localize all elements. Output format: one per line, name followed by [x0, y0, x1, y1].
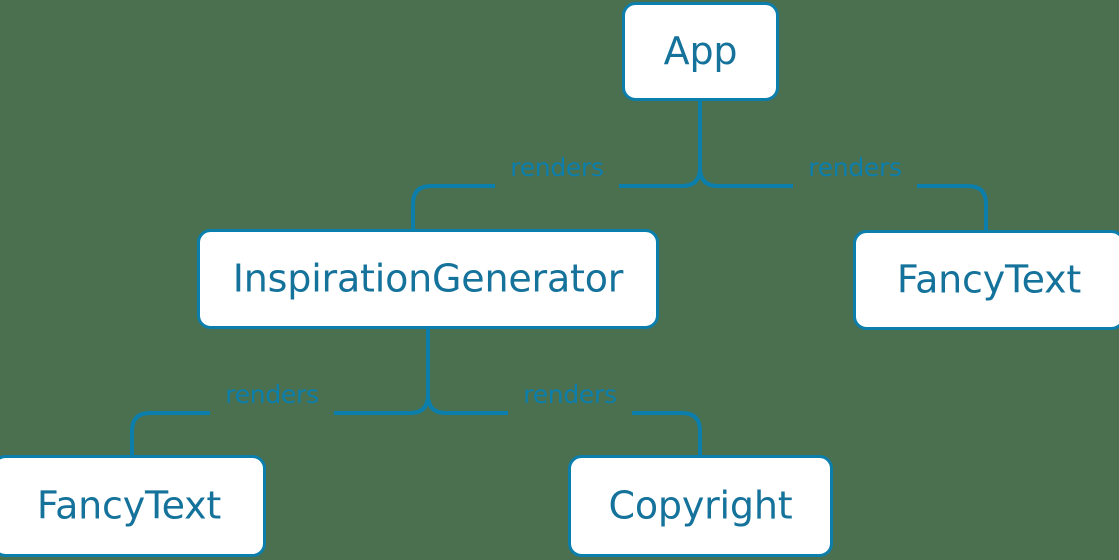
node-app[interactable]: App [622, 2, 779, 101]
node-label: App [664, 29, 738, 73]
node-box[interactable] [197, 229, 659, 329]
edge-label-text: renders [808, 153, 901, 182]
node-box[interactable] [853, 230, 1119, 330]
edge-label-backdrop [508, 375, 632, 415]
edge-label-backdrop [210, 375, 334, 415]
edge-label-text: renders [523, 380, 616, 409]
edge-label-backdrop [793, 148, 917, 188]
edge-label-text: renders [510, 153, 603, 182]
edge-labels-layer: renders renders renders renders [210, 148, 917, 415]
node-label: Copyright [609, 484, 793, 528]
node-box[interactable] [622, 2, 779, 101]
edge-label-inspiration-generator-to-fancytext-bottom: renders [210, 375, 334, 415]
node-box[interactable] [0, 455, 266, 557]
node-fancytext-right[interactable]: FancyText [853, 230, 1119, 330]
node-fancytext-bottom[interactable]: FancyText [0, 455, 266, 557]
edge-label-text: renders [225, 380, 318, 409]
node-copyright[interactable]: Copyright [568, 455, 833, 557]
edge-label-app-to-inspiration-generator: renders [495, 148, 619, 188]
edge-label-backdrop [495, 148, 619, 188]
node-box[interactable] [568, 455, 833, 557]
node-label: InspirationGenerator [233, 257, 624, 301]
edge-label-app-to-fancytext-right: renders [793, 148, 917, 188]
node-label: FancyText [897, 258, 1081, 302]
edge-label-inspiration-generator-to-copyright: renders [508, 375, 632, 415]
node-label: FancyText [37, 484, 221, 528]
node-inspiration-generator[interactable]: InspirationGenerator [197, 229, 659, 329]
